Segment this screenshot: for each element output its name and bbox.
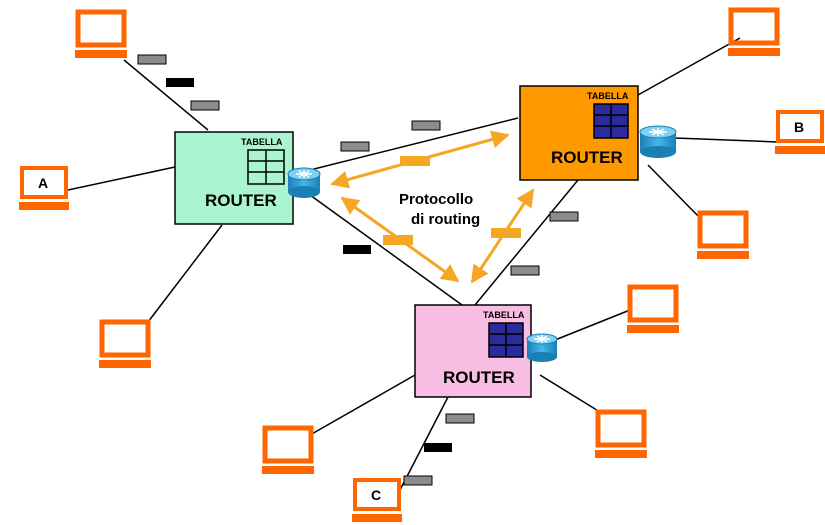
router-icon (526, 333, 558, 362)
link-r2-host-b (674, 137, 779, 143)
table-label: TABELLA (483, 310, 525, 320)
link-r3-top-right (554, 309, 631, 341)
link-r1-host-a (67, 166, 176, 191)
computer-icon (75, 9, 127, 58)
protocol-packet (491, 228, 521, 238)
computer-icon (262, 425, 314, 474)
packet (445, 413, 475, 424)
packet (424, 443, 452, 452)
packet (190, 100, 220, 111)
host-c: C (352, 478, 402, 522)
router-3: TABELLA ROUTER (414, 304, 558, 398)
link-r2-top-right (637, 37, 741, 96)
packet (340, 141, 370, 152)
host-a: A (19, 166, 69, 210)
computer-icon (595, 409, 647, 458)
protocol-label-line1: Protocollo (399, 191, 473, 208)
protocol-packet (400, 156, 430, 166)
packet (343, 245, 371, 254)
protocol-label-line2: di routing (411, 211, 480, 228)
packet (403, 475, 433, 486)
link-r1-top-left (123, 59, 209, 131)
computers: A B C (19, 7, 825, 522)
table-label: TABELLA (241, 137, 283, 147)
link-r3-bottom-right (539, 374, 601, 413)
router-1: TABELLA ROUTER (174, 131, 321, 225)
host-label: A (38, 175, 48, 191)
table-label: TABELLA (587, 91, 629, 101)
computer-icon (99, 319, 151, 368)
routing-table-icon (488, 322, 524, 358)
packet (549, 211, 579, 222)
computer-icon (627, 284, 679, 333)
routing-table-icon (593, 103, 629, 139)
link-r1-bottom-left (147, 224, 223, 323)
router-2: TABELLA ROUTER (519, 85, 677, 181)
host-label: B (794, 119, 804, 135)
host-b: B (775, 110, 825, 154)
computer-icon (697, 210, 749, 259)
router-label: ROUTER (443, 368, 515, 387)
links (67, 37, 779, 491)
packet (166, 78, 194, 87)
routing-table-icon (247, 149, 285, 185)
computer-icon (728, 7, 780, 56)
protocol-packet (383, 235, 413, 245)
router-icon (639, 125, 677, 158)
host-label: C (371, 487, 381, 503)
packet (510, 265, 540, 276)
router-label: ROUTER (551, 148, 623, 167)
link-r3-bottom-left (309, 374, 416, 436)
router-icon (287, 167, 321, 198)
link-r2-right (647, 164, 701, 219)
routing-protocol-arrows (330, 130, 535, 284)
packet (137, 54, 167, 65)
router-label: ROUTER (205, 191, 277, 210)
packet (411, 120, 441, 131)
